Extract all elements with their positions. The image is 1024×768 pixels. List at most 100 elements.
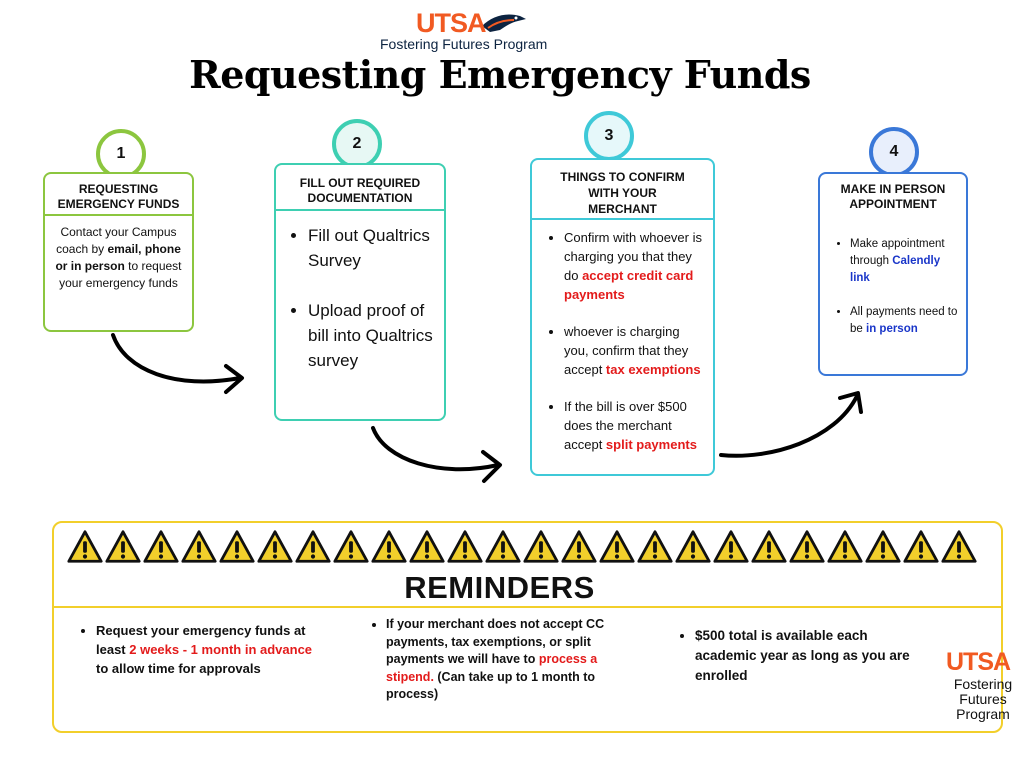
logo-line: Fostering bbox=[953, 676, 1013, 692]
item-text: If the bill is over $500 does the mercha… bbox=[564, 399, 687, 452]
list-item: If the bill is over $500 does the mercha… bbox=[564, 397, 705, 454]
divider bbox=[532, 218, 713, 220]
divider bbox=[276, 209, 444, 211]
warning-icon bbox=[751, 530, 787, 563]
item-text: Confirm with whoever is charging you tha… bbox=[564, 230, 702, 283]
warning-icon bbox=[903, 530, 939, 563]
item-text: $500 total is available each academic ye… bbox=[695, 628, 910, 683]
item-highlight: 2 weeks - 1 month in advance bbox=[129, 642, 313, 657]
reminders-title: REMINDERS bbox=[404, 570, 595, 605]
step-2-card: FILL OUT REQUIRED DOCUMENTATION Fill out… bbox=[274, 163, 446, 421]
warning-icon bbox=[865, 530, 901, 563]
item-highlight: split payments bbox=[605, 437, 697, 452]
warning-icon bbox=[409, 530, 445, 563]
divider bbox=[54, 606, 1001, 608]
utsa-wordmark: UTSA bbox=[946, 648, 1011, 676]
item-highlight: in person bbox=[866, 323, 918, 335]
page-title: Requesting Emergency Funds bbox=[189, 52, 811, 97]
warning-icon bbox=[371, 530, 407, 563]
list-item: Make appointment through Calendly link bbox=[850, 236, 960, 287]
reminder-2: If your merchant does not accept CC paym… bbox=[368, 616, 636, 704]
list-item: whoever is charging you, confirm that th… bbox=[564, 322, 705, 379]
warning-icon bbox=[561, 530, 597, 563]
warning-icon bbox=[333, 530, 369, 563]
body-emphasis: email, bbox=[107, 242, 142, 256]
warning-icon bbox=[105, 530, 141, 563]
step-2-badge: 2 bbox=[332, 119, 382, 169]
warning-icon bbox=[599, 530, 635, 563]
warning-icon bbox=[143, 530, 179, 563]
step-3-card: THINGS TO CONFIRM WITH YOUR MERCHANT Con… bbox=[530, 158, 715, 476]
warning-icon bbox=[827, 530, 863, 563]
step-1-body: Contact your Campus coach by email, phon… bbox=[53, 224, 184, 292]
list-item: Fill out Qualtrics Survey bbox=[308, 223, 436, 273]
step-4-list: Make appointment through Calendly link A… bbox=[832, 236, 960, 338]
step-2-heading: FILL OUT REQUIRED DOCUMENTATION bbox=[276, 165, 444, 206]
reminders-panel bbox=[52, 521, 1003, 733]
warning-icon bbox=[219, 530, 255, 563]
arrow-3-to-4 bbox=[719, 394, 859, 458]
item-highlight: process a stipend. bbox=[386, 652, 598, 684]
list-item: Upload proof of bill into Qualtrics surv… bbox=[308, 298, 436, 373]
item-highlight: accept credit card payments bbox=[564, 268, 694, 302]
warning-icon bbox=[523, 530, 559, 563]
divider bbox=[45, 214, 192, 216]
step-1-heading: REQUESTING EMERGENCY FUNDS bbox=[45, 174, 192, 212]
arrow-head bbox=[838, 391, 863, 414]
item-text: (Can take up to 1 month to process) bbox=[386, 669, 596, 702]
warning-icon bbox=[67, 530, 103, 563]
heading-line: REQUESTING bbox=[78, 182, 159, 196]
heading-line: WITH YOUR bbox=[588, 186, 657, 200]
warning-icon bbox=[181, 530, 217, 563]
step-3-heading: THINGS TO CONFIRM WITH YOUR MERCHANT bbox=[532, 160, 713, 217]
body-emphasis: phone or in person bbox=[55, 242, 181, 273]
heading-line: EMERGENCY FUNDS bbox=[57, 197, 180, 211]
item-highlight: tax exemptions bbox=[605, 362, 701, 377]
item-text: Make appointment through bbox=[850, 238, 945, 267]
list-item: $500 total is available each academic ye… bbox=[695, 626, 930, 686]
list-item: All payments need to be in person bbox=[850, 304, 960, 338]
step-number: 3 bbox=[604, 127, 614, 144]
reminder-1: Request your emergency funds at least 2 … bbox=[78, 621, 321, 678]
step-4-badge: 4 bbox=[869, 127, 919, 177]
item-text: All payments need to be bbox=[850, 306, 958, 335]
arrow-head bbox=[224, 364, 244, 394]
body-text: to request your emergency funds bbox=[59, 259, 182, 290]
step-4-card: MAKE IN PERSON APPOINTMENT Make appointm… bbox=[818, 172, 968, 376]
heading-line: MAKE IN PERSON bbox=[840, 182, 946, 196]
utsa-footer-logo: UTSA Fostering Futures Program bbox=[946, 648, 1021, 722]
step-number: 2 bbox=[352, 135, 362, 152]
step-2-list: Fill out Qualtrics Survey Upload proof o… bbox=[290, 223, 436, 373]
body-text: Contact your Campus coach by bbox=[56, 225, 177, 256]
warning-icon bbox=[447, 530, 483, 563]
list-item: Request your emergency funds at least 2 … bbox=[96, 621, 321, 678]
heading-line: DOCUMENTATION bbox=[307, 191, 413, 205]
heading-line: FILL OUT REQUIRED bbox=[299, 176, 421, 190]
heading-line: MERCHANT bbox=[588, 202, 657, 216]
utsa-wordmark: UTSA bbox=[416, 8, 486, 38]
step-1-card: REQUESTING EMERGENCY FUNDS Contact your … bbox=[43, 172, 194, 332]
heading-line: THINGS TO CONFIRM bbox=[560, 170, 685, 184]
item-text: whoever is charging you, confirm that th… bbox=[564, 324, 689, 377]
step-3-badge: 3 bbox=[584, 111, 634, 161]
warning-icon bbox=[295, 530, 331, 563]
step-4-heading: MAKE IN PERSON APPOINTMENT bbox=[820, 174, 966, 212]
warning-icon bbox=[789, 530, 825, 563]
warning-strip bbox=[66, 528, 986, 566]
warning-icon bbox=[485, 530, 521, 563]
utsa-logo: UTSA Fostering Futures Program bbox=[380, 8, 560, 54]
step-3-list: Confirm with whoever is charging you tha… bbox=[546, 228, 705, 454]
roadrunner-icon bbox=[482, 14, 526, 32]
program-name: Fostering Futures Program bbox=[946, 677, 1020, 722]
step-number: 4 bbox=[889, 143, 899, 160]
program-name: Fostering Futures Program bbox=[380, 36, 548, 52]
list-item: Confirm with whoever is charging you tha… bbox=[564, 228, 705, 304]
reminder-3: $500 total is available each academic ye… bbox=[677, 626, 930, 686]
warning-icon bbox=[637, 530, 673, 563]
item-text: Request your emergency funds at least bbox=[96, 623, 306, 657]
step-1-badge: 1 bbox=[96, 129, 146, 179]
item-text: to allow time for approvals bbox=[96, 661, 261, 676]
warning-icon bbox=[257, 530, 293, 563]
warning-icon bbox=[941, 530, 977, 563]
